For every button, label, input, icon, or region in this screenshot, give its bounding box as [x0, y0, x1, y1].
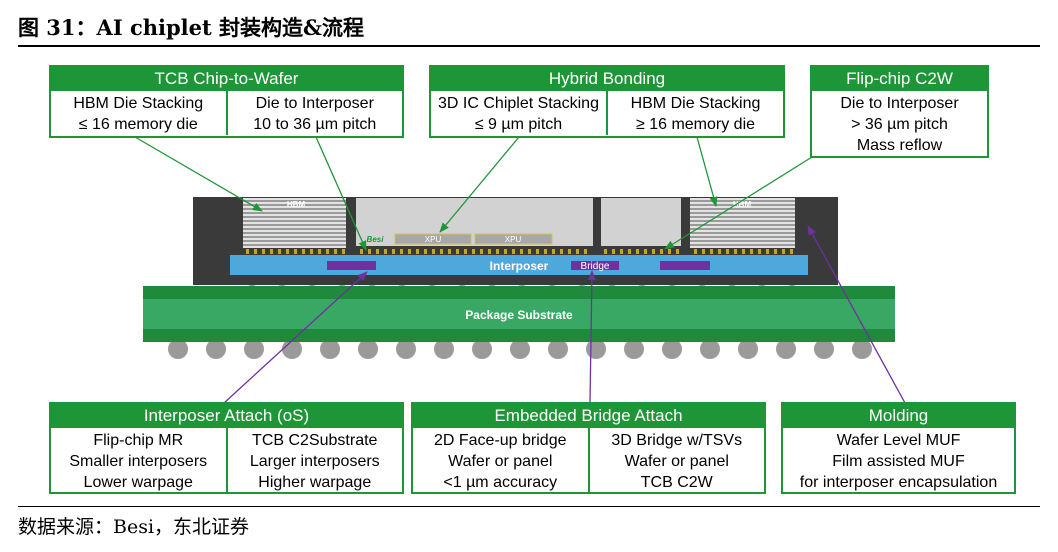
source-divider	[18, 506, 1040, 507]
solder-ball	[700, 339, 720, 359]
text-line: HBM Die Stacking	[73, 95, 204, 112]
tcb-chip-to-wafer-box: TCB Chip-to-Wafer HBM Die Stacking ≤ 16 …	[49, 65, 404, 138]
bridge-attach-col-3d: 3D Bridge w/TSVs Wafer or panel TCB C2W	[587, 428, 765, 493]
micro-bumps	[246, 249, 793, 254]
center-right-die	[601, 198, 681, 246]
flipchip-col: Die to Interposer > 36 µm pitch Mass ref…	[812, 91, 987, 156]
xpu-chiplet-1	[394, 233, 472, 245]
solder-ball	[510, 339, 530, 359]
interposer-label: Interposer	[490, 259, 549, 273]
interposer-attach-box: Interposer Attach (oS) Flip-chip MR Smal…	[49, 402, 404, 494]
arrow-molding	[807, 225, 906, 404]
solder-ball	[434, 339, 454, 359]
hybrid-header: Hybrid Bonding	[431, 67, 783, 91]
solder-ball	[244, 339, 264, 359]
bridge-attach-col-2d: 2D Face-up bridge Wafer or panel <1 µm a…	[413, 428, 588, 493]
substrate-label: Package Substrate	[465, 308, 573, 322]
text-line: Die to Interposer	[840, 95, 959, 112]
hybrid-bonding-box: Hybrid Bonding 3D IC Chiplet Stacking ≤ …	[429, 65, 785, 138]
text-line: ≥ 16 memory die	[635, 116, 756, 133]
text-line: Film assisted MUF	[832, 453, 965, 470]
figure-title: 图 31：AI chiplet 封装构造&流程	[18, 15, 364, 40]
flipchip-header: Flip-chip C2W	[812, 67, 987, 91]
tcb-col-hbm: HBM Die Stacking ≤ 16 memory die	[51, 91, 226, 135]
hbm-left-label: HBM	[287, 200, 306, 209]
text-line: Wafer or panel	[448, 453, 553, 470]
hbm-right-label: HBM	[733, 200, 752, 209]
text-line: Wafer Level MUF	[836, 432, 961, 449]
bridge-right	[660, 261, 710, 270]
arrow-hybrid-xpu	[439, 136, 520, 233]
molding-box: Molding Wafer Level MUF Film assisted MU…	[781, 402, 1016, 494]
solder-ball	[852, 339, 872, 359]
hybrid-col-3dic: 3D IC Chiplet Stacking ≤ 9 µm pitch	[431, 91, 606, 135]
text-line: Wafer or panel	[624, 453, 729, 470]
arrow-hybrid-hbm	[696, 136, 718, 207]
text-line: ≤ 16 memory die	[78, 116, 198, 133]
text-line: 3D IC Chiplet Stacking	[438, 95, 599, 112]
title-divider	[18, 45, 1040, 47]
text-line: Larger interposers	[249, 453, 380, 470]
solder-ball	[320, 339, 340, 359]
solder-ball	[206, 339, 226, 359]
besi-logo: Besi	[367, 235, 385, 244]
bridge-attach-header: Embedded Bridge Attach	[413, 404, 764, 428]
bridge-label: Bridge	[581, 261, 610, 272]
solder-ball	[738, 339, 758, 359]
text-line: ≤ 9 µm pitch	[474, 116, 563, 133]
embedded-bridge-attach-box: Embedded Bridge Attach 2D Face-up bridge…	[411, 402, 766, 494]
molding-header: Molding	[783, 404, 1014, 428]
interposer-attach-col-tcb: TCB C2Substrate Larger interposers Highe…	[225, 428, 403, 493]
text-line: <1 µm accuracy	[443, 474, 558, 491]
solder-ball	[776, 339, 796, 359]
arrow-flipchip	[664, 156, 813, 250]
text-line: Flip-chip MR	[93, 432, 184, 449]
text-line: Mass reflow	[856, 137, 943, 154]
xpu-chiplet-2	[474, 233, 553, 245]
source-note: 数据来源：Besi，东北证券	[18, 516, 250, 538]
text-line: HBM Die Stacking	[630, 95, 761, 112]
solder-ball	[472, 339, 492, 359]
flip-chip-c2w-box: Flip-chip C2W Die to Interposer > 36 µm …	[810, 65, 989, 158]
solder-ball	[282, 339, 302, 359]
text-line: 10 to 36 µm pitch	[253, 116, 377, 133]
hybrid-col-hbm: HBM Die Stacking ≥ 16 memory die	[606, 91, 783, 135]
solder-ball	[662, 339, 682, 359]
text-line: Lower warpage	[83, 474, 193, 491]
text-line: 2D Face-up bridge	[433, 432, 567, 449]
solder-ball	[624, 339, 644, 359]
interposer-attach-header: Interposer Attach (oS)	[51, 404, 402, 428]
text-line: > 36 µm pitch	[851, 116, 948, 133]
text-line: Die to Interposer	[255, 95, 374, 112]
substrate-core	[143, 299, 895, 329]
text-line: 3D Bridge w/TSVs	[611, 432, 743, 449]
xpu2-label: XPU	[505, 235, 522, 244]
solder-ball	[814, 339, 834, 359]
text-line: for interposer encapsulation	[799, 474, 998, 491]
text-line: TCB C2Substrate	[252, 432, 378, 449]
solder-ball	[548, 339, 568, 359]
arrow-interposer-attach	[223, 271, 368, 404]
tcb-header: TCB Chip-to-Wafer	[51, 67, 402, 91]
solder-ball	[396, 339, 416, 359]
bridge-left	[327, 261, 376, 270]
arrow-tcb-hbm	[134, 136, 263, 212]
interposer-attach-col-mr: Flip-chip MR Smaller interposers Lower w…	[51, 428, 226, 493]
text-line: Smaller interposers	[69, 453, 208, 470]
tcb-col-interposer: Die to Interposer 10 to 36 µm pitch	[225, 91, 403, 135]
text-line: TCB C2W	[640, 474, 713, 491]
text-line: Higher warpage	[258, 474, 372, 491]
arrow-bridge-attach	[587, 270, 596, 404]
molding-col: Wafer Level MUF Film assisted MUF for in…	[783, 428, 1014, 493]
bridge-center	[571, 261, 619, 270]
solder-ball	[168, 339, 188, 359]
solder-ball	[358, 339, 378, 359]
arrow-tcb-interposer	[315, 136, 367, 251]
xpu1-label: XPU	[425, 235, 442, 244]
